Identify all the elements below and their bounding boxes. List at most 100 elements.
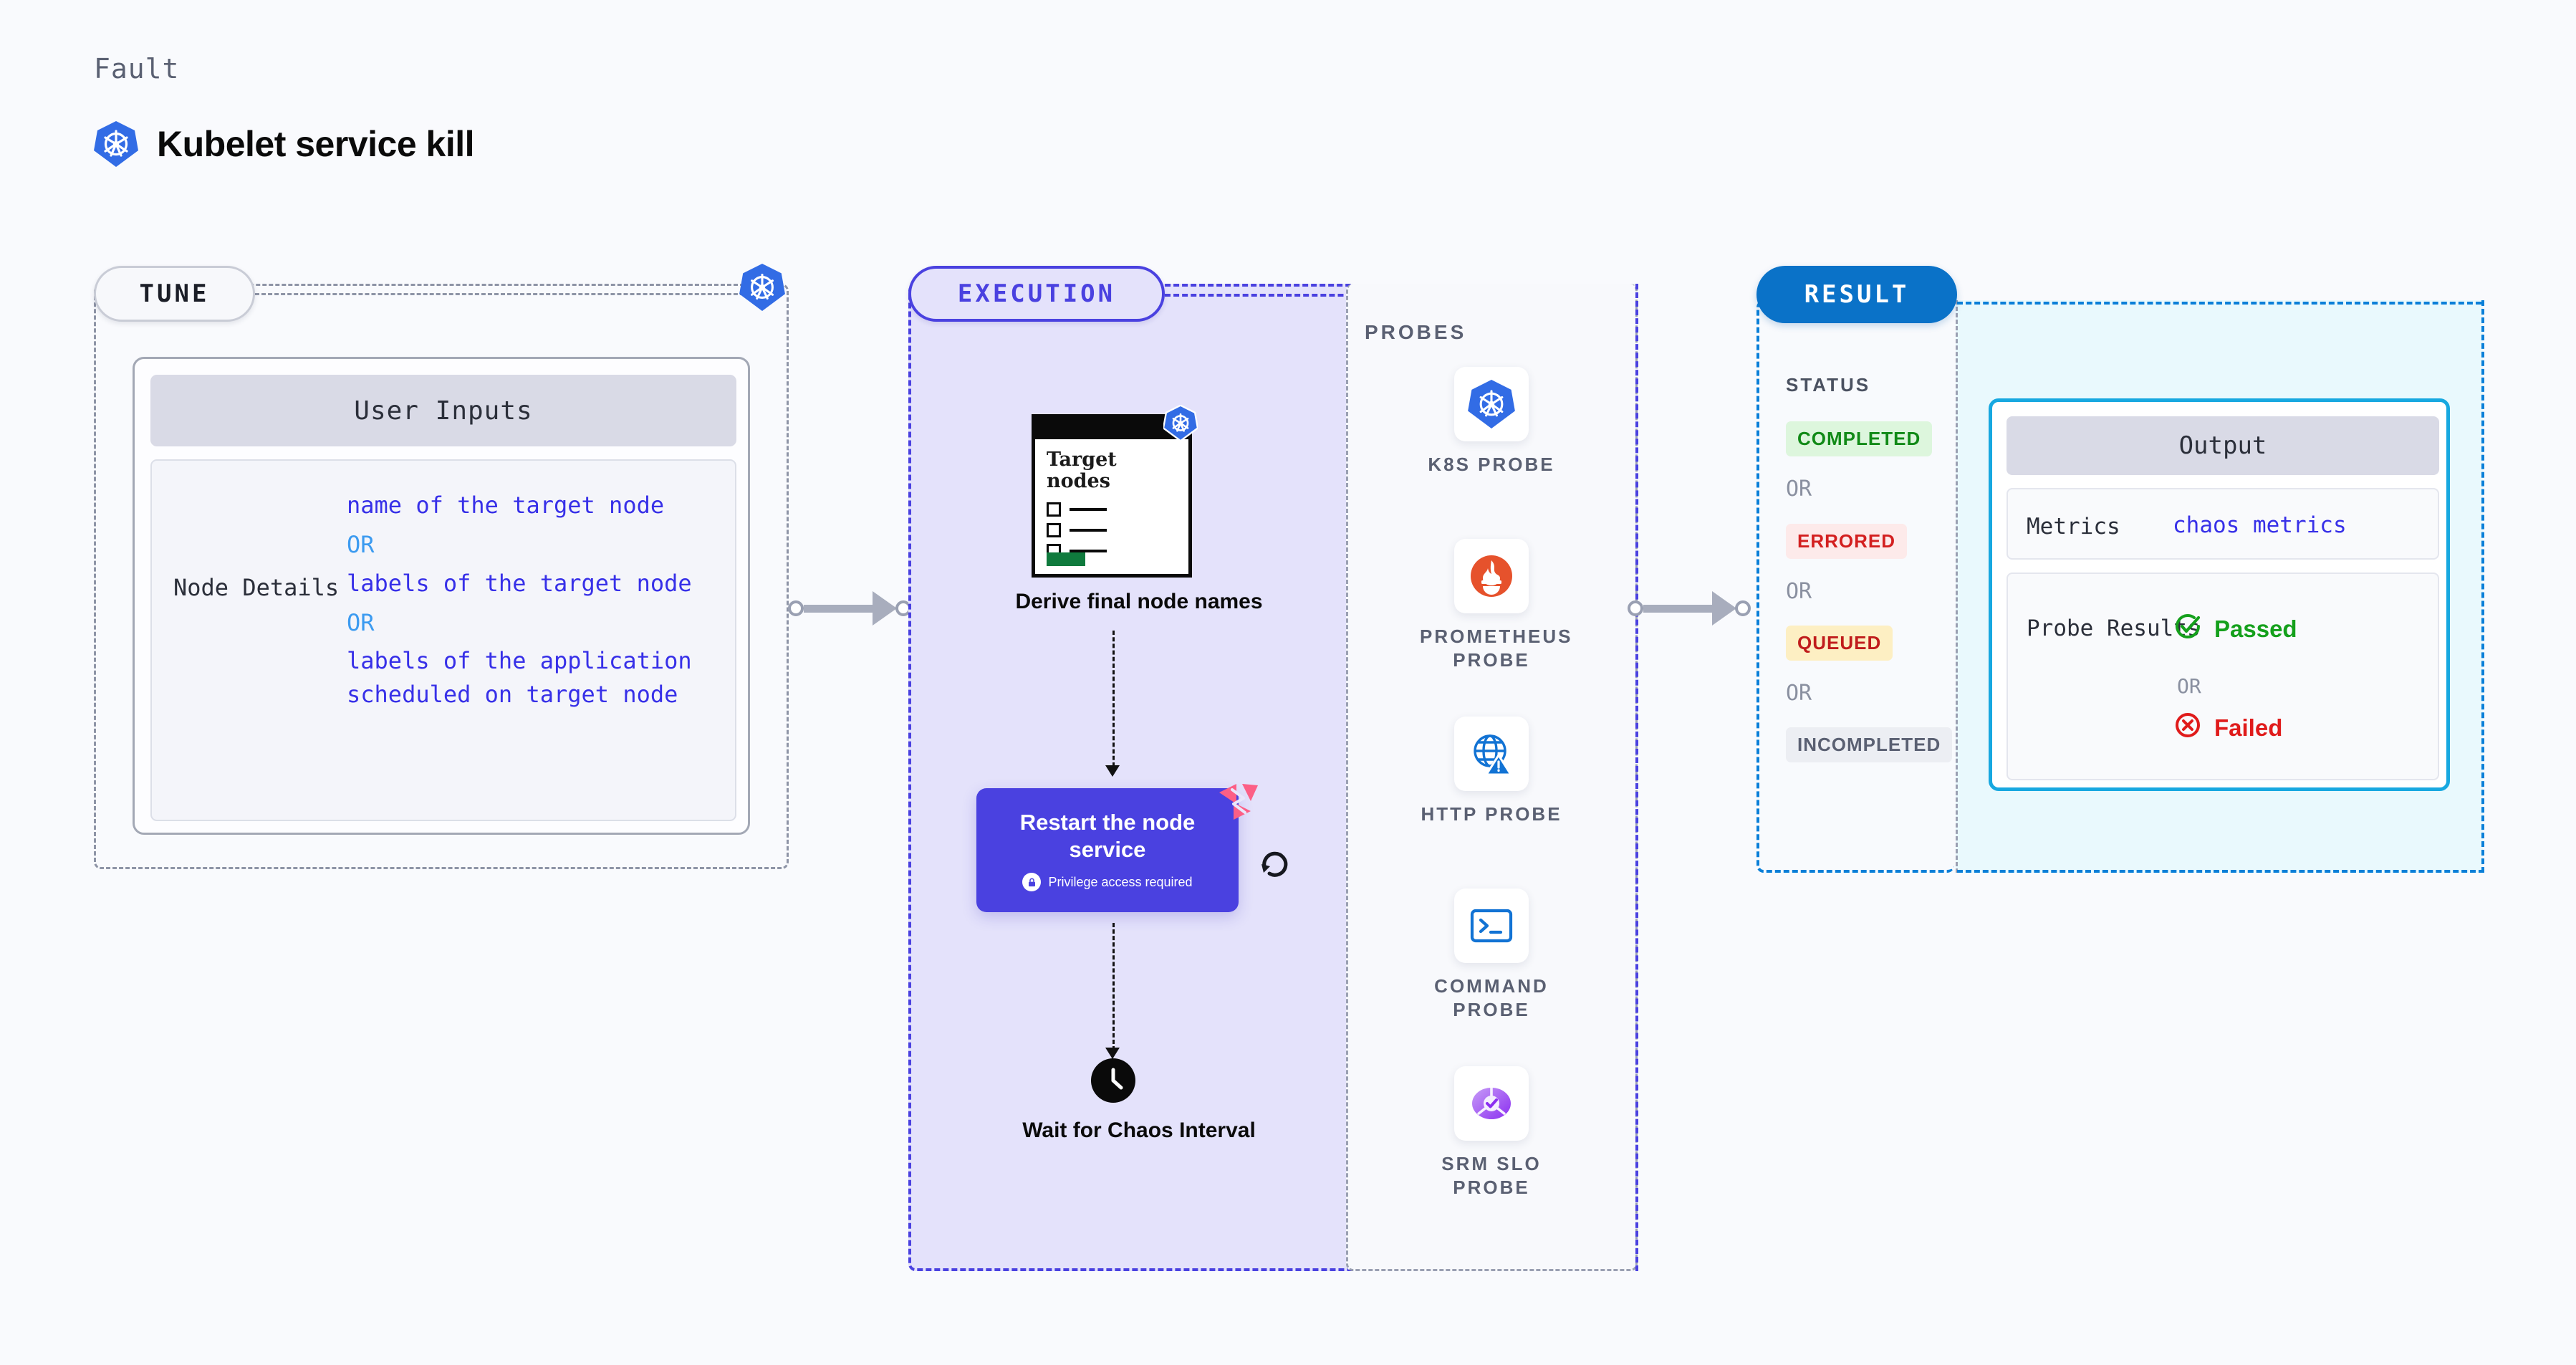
tune-badge-connector — [255, 293, 751, 295]
probe-result-passed-label: Passed — [2214, 616, 2297, 642]
node-details-value-1: name of the target node — [347, 492, 665, 519]
output-card: Output Metrics chaos metrics Probe Resul… — [1989, 398, 2450, 791]
privilege-note: Privilege access required — [1022, 873, 1193, 892]
probe-result-or: OR — [2177, 674, 2201, 698]
tune-panel-border — [94, 284, 789, 869]
placeholder-line — [1070, 550, 1107, 552]
execution-panel-right-edge — [1635, 284, 1638, 1271]
user-inputs-card: User Inputs Node Details name of the tar… — [133, 357, 750, 835]
connector-execution-to-result — [1628, 591, 1751, 626]
target-nodes-document: Target nodes — [1032, 414, 1192, 578]
probe-label: K8S PROBE — [1428, 454, 1555, 475]
status-badge-completed: COMPLETED — [1786, 421, 1933, 456]
clock-icon — [1091, 1058, 1135, 1103]
kubernetes-icon — [739, 263, 785, 315]
output-metrics-value[interactable]: chaos metrics — [2173, 512, 2347, 538]
probe-result-passed: Passed — [2173, 611, 2297, 647]
connector-start-dot — [788, 600, 804, 616]
status-or-3: OR — [1786, 681, 1812, 706]
kubernetes-icon — [1162, 404, 1199, 445]
probe-label: COMMAND PROBE — [1434, 975, 1549, 1020]
node-details-value-3b: scheduled on target node — [347, 681, 678, 709]
status-or-1: OR — [1786, 476, 1812, 502]
node-details-values: name of the target node OR labels of the… — [347, 491, 726, 714]
placeholder-line — [1070, 508, 1107, 511]
placeholder-line — [1070, 529, 1107, 532]
tune-badge[interactable]: TUNE — [94, 266, 255, 322]
terminal-icon — [1454, 889, 1529, 963]
flow-connector-2 — [1112, 923, 1115, 1050]
execution-badge[interactable]: EXECUTION — [908, 266, 1165, 322]
user-inputs-header: User Inputs — [150, 375, 736, 446]
output-probe-results-label: Probe Results — [2027, 616, 2201, 641]
page-title: Kubelet service kill — [94, 120, 475, 168]
status-badge-incompleted: INCOMPLETED — [1786, 727, 1953, 762]
probes-title: PROBES — [1365, 321, 1467, 343]
privilege-note-text: Privilege access required — [1048, 874, 1193, 889]
connector-tune-to-execution — [788, 591, 911, 626]
flow-connector-1 — [1112, 631, 1115, 767]
retry-loop-icon — [1255, 844, 1292, 885]
connector-line — [1643, 604, 1712, 613]
probe-label: HTTP PROBE — [1421, 803, 1562, 825]
lock-icon — [1022, 873, 1042, 892]
result-panel — [1756, 300, 1954, 873]
result-badge[interactable]: RESULT — [1756, 266, 1957, 323]
list-item — [1047, 502, 1107, 517]
probe-label: PROMETHEUS PROBE — [1420, 626, 1573, 671]
probe-label: SRM SLO PROBE — [1441, 1153, 1542, 1198]
list-item — [1047, 523, 1107, 537]
probe-item-k8s[interactable]: K8S PROBE — [1420, 367, 1563, 476]
litmus-chaos-icon — [1218, 782, 1259, 825]
probe-item-http[interactable]: HTTP PROBE — [1420, 717, 1563, 826]
output-card-header: Output — [2007, 416, 2439, 475]
result-panel-top-edge — [1957, 302, 2481, 305]
node-details-or-2: OR — [347, 608, 375, 636]
connector-line — [804, 604, 873, 613]
progress-bar — [1047, 552, 1085, 566]
srm-slo-donut-icon — [1454, 1066, 1529, 1141]
result-panel-right-edge — [2481, 300, 2484, 873]
probe-result-failed-label: Failed — [2214, 714, 2283, 741]
kubernetes-icon — [1454, 367, 1529, 441]
connector-start-dot — [1628, 600, 1643, 616]
document-title: Target nodes — [1047, 449, 1117, 493]
connector-end-dot — [1735, 600, 1751, 616]
checkbox-icon — [1047, 502, 1061, 517]
probe-item-srm-slo[interactable]: SRM SLO PROBE — [1420, 1066, 1563, 1199]
page-title-text: Kubelet service kill — [157, 124, 475, 164]
output-metrics-row: Metrics chaos metrics — [2007, 488, 2439, 560]
derive-node-names-caption: Derive final node names — [1015, 590, 1263, 613]
tune-panel — [94, 284, 789, 869]
node-details-value-3: labels of the application — [347, 647, 692, 675]
restart-node-service-step[interactable]: Restart the node service Privilege acces… — [976, 788, 1239, 912]
result-panel-border — [1756, 300, 1954, 873]
status-title: STATUS — [1786, 374, 1871, 396]
wait-chaos-interval-caption: Wait for Chaos Interval — [1022, 1119, 1256, 1142]
restart-node-service-title: Restart the node service — [1019, 809, 1196, 862]
http-globe-warning-icon — [1454, 717, 1529, 791]
result-panel-bottom-edge — [1957, 870, 2484, 873]
node-details-or-1: OR — [347, 530, 375, 558]
probe-item-command[interactable]: COMMAND PROBE — [1420, 889, 1563, 1021]
status-or-2: OR — [1786, 579, 1812, 604]
flow-arrowhead-2 — [1105, 1048, 1120, 1059]
probe-result-failed: Failed — [2173, 710, 2282, 746]
connector-arrowhead — [1712, 591, 1736, 626]
checkbox-icon — [1047, 523, 1061, 537]
output-metrics-label: Metrics — [2027, 514, 2120, 540]
node-details-value-2: labels of the target node — [347, 569, 692, 597]
flow-arrowhead-1 — [1105, 765, 1120, 777]
node-details-label: Node Details — [173, 574, 340, 601]
check-circle-icon — [2173, 611, 2203, 647]
output-probe-results-row: Probe Results Passed OR F — [2007, 573, 2439, 780]
kubernetes-icon — [94, 120, 138, 168]
x-circle-icon — [2173, 710, 2203, 746]
node-details-row: Node Details name of the target node OR … — [150, 459, 736, 821]
status-badge-queued: QUEUED — [1786, 626, 1893, 661]
probe-item-prometheus[interactable]: PROMETHEUS PROBE — [1420, 539, 1573, 671]
prometheus-icon — [1454, 539, 1529, 613]
eyebrow-label: Fault — [94, 53, 180, 85]
status-badge-errored: ERRORED — [1786, 524, 1908, 559]
